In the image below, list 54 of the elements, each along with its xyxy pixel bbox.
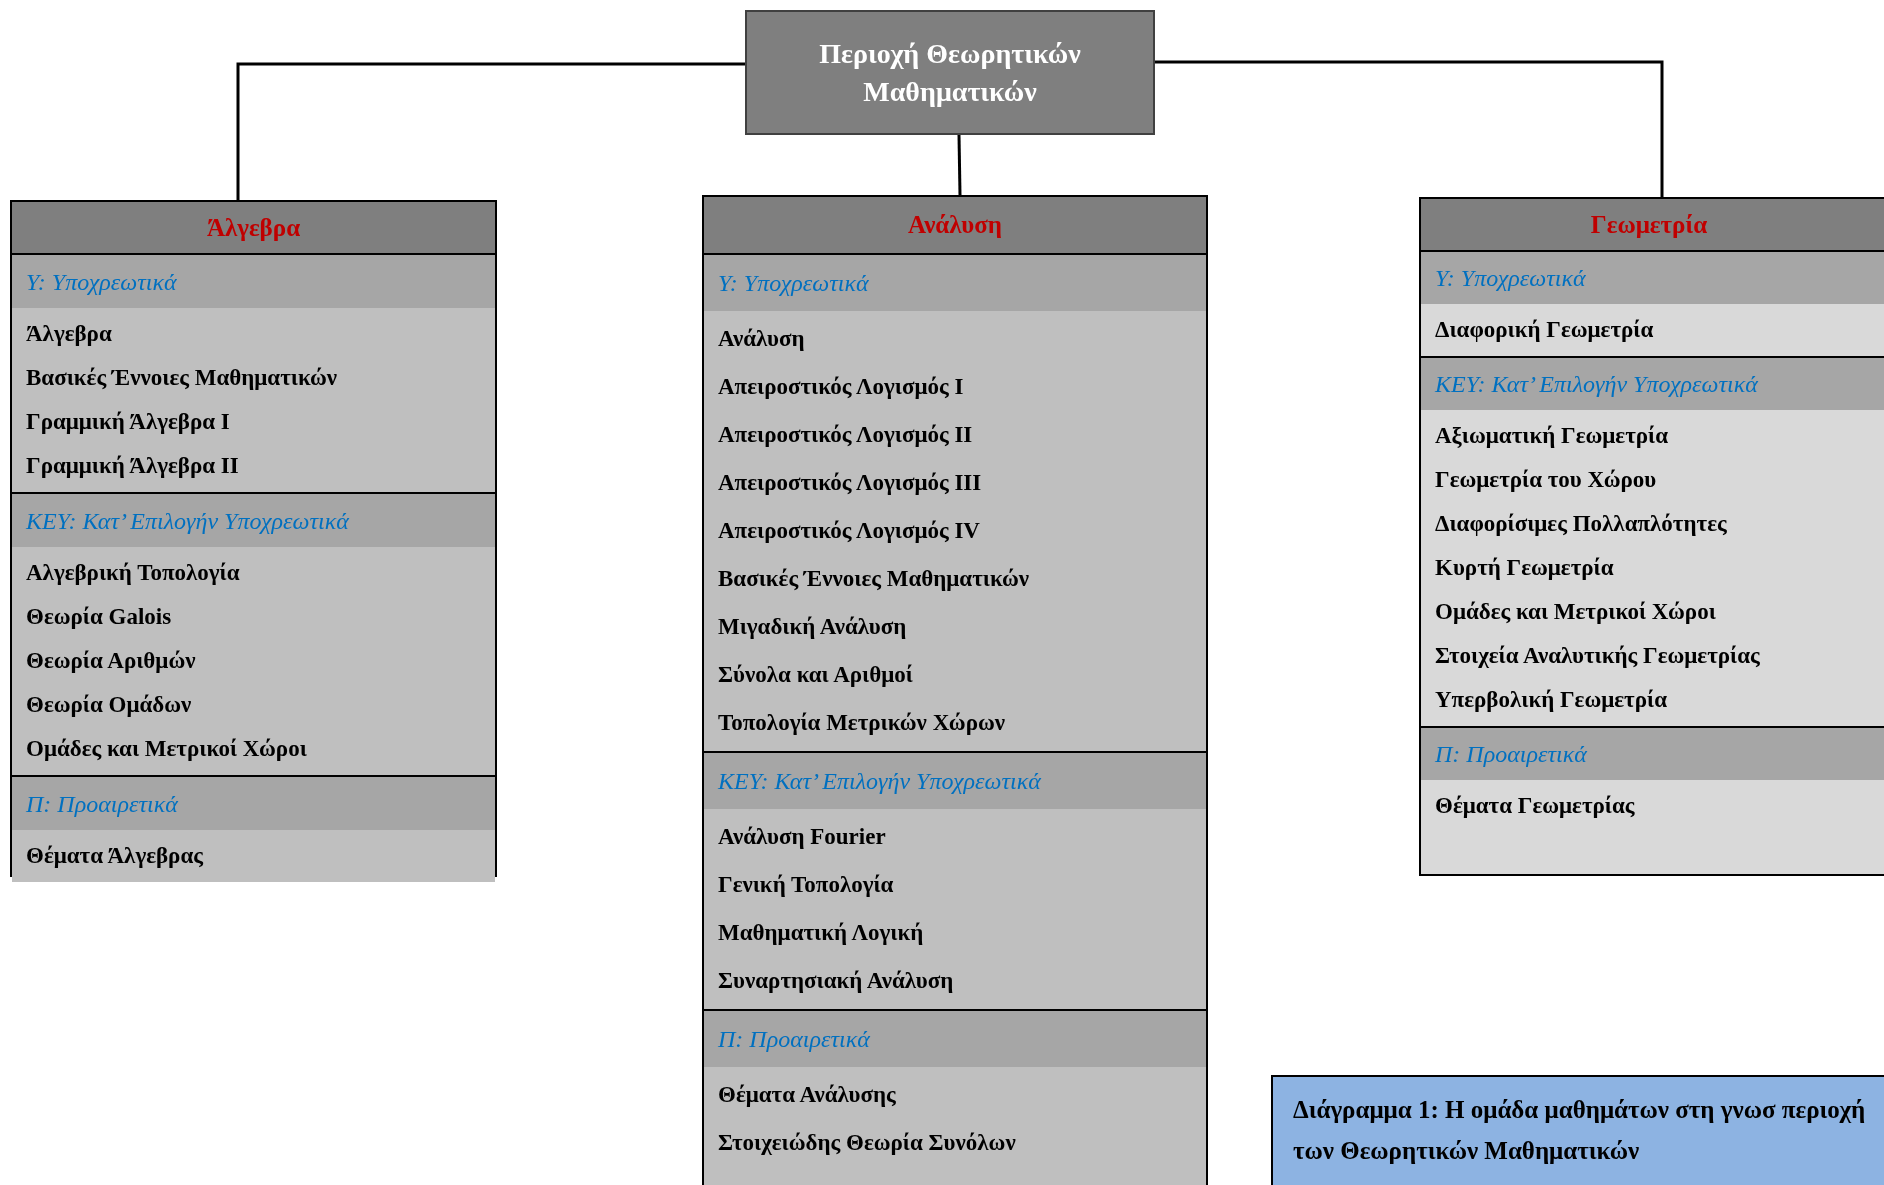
course-name: Θέματα Γεωμετρίας [1434, 791, 1636, 820]
column-title: Άλγεβρα [12, 202, 495, 255]
section-header: Π: Προαιρετικά [1421, 728, 1884, 780]
caption-box: Διάγραμμα 1: Η ομάδα μαθημάτων στη γνωσ περιοχή των Θεωρητικών Μαθηματικών [1271, 1075, 1884, 1185]
connector-line [1155, 60, 1664, 197]
course-name: Θεωρία Ομάδων [25, 690, 193, 719]
section-header: Υ: Υποχρεωτικά [12, 255, 495, 308]
course-name: Άλγεβρα [25, 319, 113, 348]
section-header: ΚΕΥ: Κατ’ Επιλογήν Υποχρεωτικά [704, 753, 1206, 809]
section-header: Π: Προαιρετικά [704, 1011, 1206, 1067]
course-name: Στοιχεία Αναλυτικής Γεωμετρίας [1434, 641, 1761, 670]
course-name: Διαφορίσιμες Πολλαπλότητες [1434, 509, 1728, 538]
section-header: ΚΕΥ: Κατ’ Επιλογήν Υποχρεωτικά [1421, 358, 1884, 410]
section-header: Π: Προαιρετικά [12, 777, 495, 830]
course-name: Μιγαδική Ανάλυση [717, 612, 908, 641]
connector-line [236, 62, 745, 200]
course-name: Γραμμική Άλγεβρα II [25, 451, 240, 480]
course-name: Συναρτησιακή Ανάλυση [717, 966, 955, 995]
course-name: Γενική Τοπολογία [717, 870, 895, 899]
course-name: Απειροστικός Λογισμός I [717, 372, 965, 401]
course-name: Σύνολα και Αριθμοί [717, 660, 914, 689]
category-column [1419, 197, 1884, 876]
course-name: Τοπολογία Μετρικών Χώρων [717, 708, 1007, 737]
course-name: Απειροστικός Λογισμός IV [717, 516, 981, 545]
category-column [702, 195, 1208, 1185]
course-name: Αλγεβρική Τοπολογία [25, 558, 241, 587]
course-name: Απειροστικός Λογισμός II [717, 420, 974, 449]
course-name: Θέματα Ανάλυσης [717, 1080, 897, 1109]
course-name: Στοιχειώδης Θεωρία Συνόλων [717, 1128, 1017, 1157]
course-name: Αξιωματική Γεωμετρία [1434, 421, 1669, 450]
course-name: Διαφορική Γεωμετρία [1434, 315, 1655, 344]
course-name: Θεωρία Αριθμών [25, 646, 197, 675]
section-header: ΚΕΥ: Κατ’ Επιλογήν Υποχρεωτικά [12, 494, 495, 547]
column-title: Ανάλυση [704, 197, 1206, 255]
section-header: Υ: Υποχρεωτικά [1421, 252, 1884, 304]
course-name: Ομάδες και Μετρικοί Χώροι [25, 734, 308, 763]
course-name: Ανάλυση [717, 324, 806, 353]
root-box: Περιοχή Θεωρητικών Μαθηματικών [745, 10, 1155, 135]
course-name: Γεωμετρία του Χώρου [1434, 465, 1658, 494]
course-section [12, 775, 495, 882]
course-name: Θέματα Άλγεβρας [25, 841, 204, 870]
connector-line [957, 134, 962, 196]
course-name: Μαθηματική Λογική [717, 918, 925, 947]
course-name: Γραμμική Άλγεβρα I [25, 407, 231, 436]
column-title: Γεωμετρία [1421, 199, 1884, 252]
course-name: Κυρτή Γεωμετρία [1434, 553, 1615, 582]
course-name: Βασικές Έννοιες Μαθηματικών [717, 564, 1031, 593]
course-name: Απειροστικός Λογισμός III [717, 468, 983, 497]
course-name: Ομάδες και Μετρικοί Χώροι [1434, 597, 1717, 626]
section-header: Υ: Υποχρεωτικά [704, 255, 1206, 311]
course-name: Βασικές Έννοιες Μαθηματικών [25, 363, 339, 392]
course-name: Θεωρία Galois [25, 602, 173, 631]
course-name: Ανάλυση Fourier [717, 822, 887, 851]
course-name: Υπερβολική Γεωμετρία [1434, 685, 1668, 714]
